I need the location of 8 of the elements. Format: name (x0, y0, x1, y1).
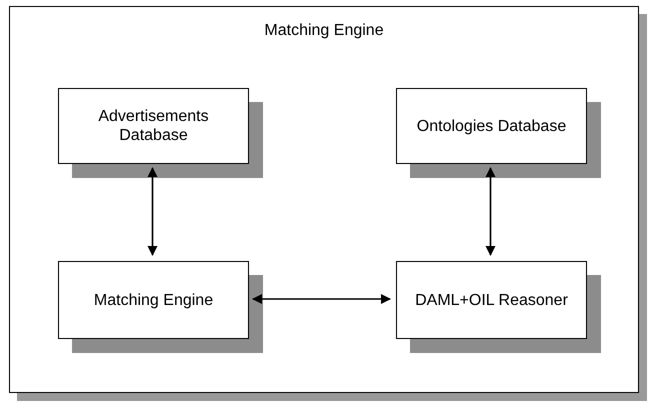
box-label: Ontologies Database (416, 116, 568, 136)
box-label: DAML+OIL Reasoner (414, 290, 569, 310)
box-label: Matching Engine (92, 290, 214, 310)
box-label: Advertisements Database (97, 107, 210, 145)
container-title: Matching Engine (263, 22, 385, 40)
double-arrow (486, 167, 496, 256)
double-arrow (148, 167, 158, 256)
double-arrow (252, 294, 391, 304)
